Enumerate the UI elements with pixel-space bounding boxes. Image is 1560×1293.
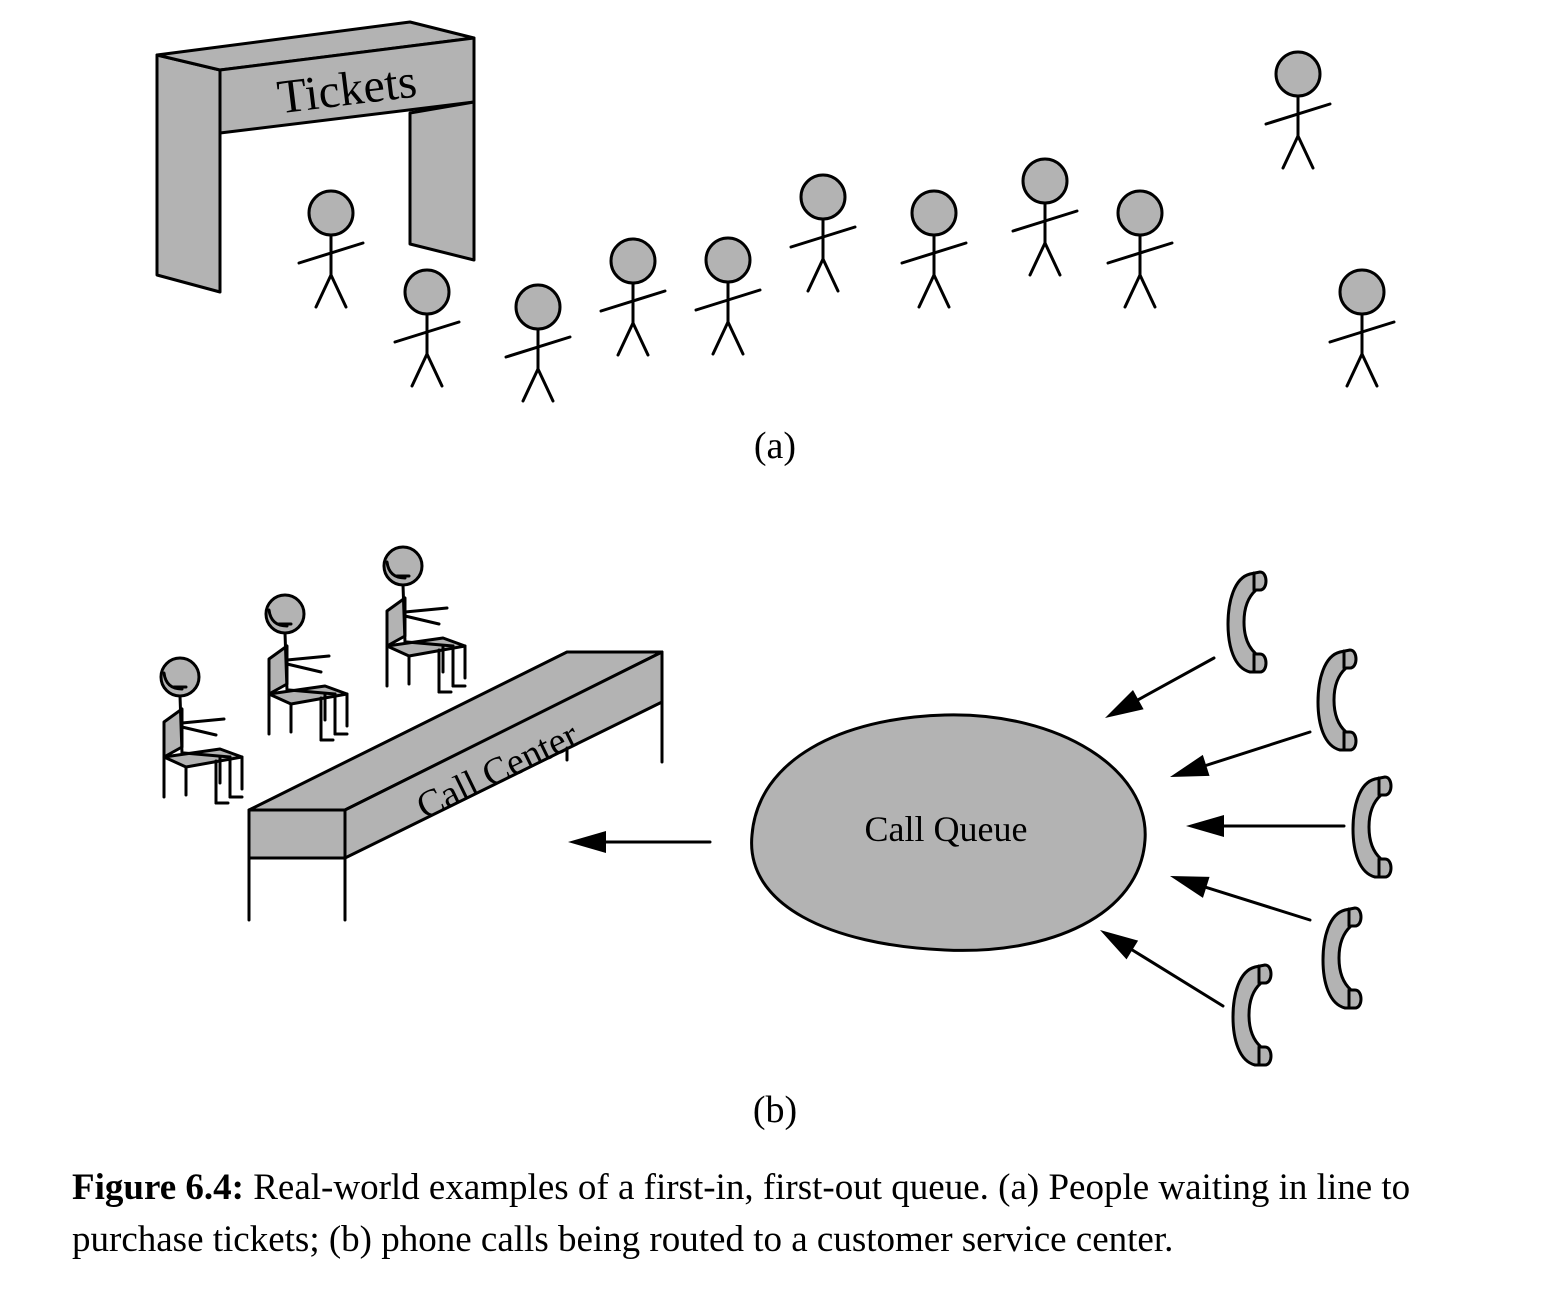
queue-to-center-arrow [568, 831, 712, 853]
person-4 [599, 237, 667, 357]
agent-3 [382, 545, 467, 694]
person-8 [1011, 157, 1079, 277]
call-queue-label: Call Queue [865, 809, 1028, 849]
person-9 [1106, 189, 1174, 309]
call-queue: Call Queue [750, 713, 1147, 952]
panel-a-label: (a) [754, 425, 796, 467]
phone-arrow-1 [1105, 656, 1216, 718]
phone-arrow-3 [1186, 815, 1346, 837]
phone-2-icon [1316, 648, 1358, 752]
agent-1 [159, 656, 244, 805]
person-1 [297, 189, 365, 309]
call-center-agents [159, 545, 467, 805]
panel-b-label: (b) [753, 1089, 797, 1131]
person-3 [504, 283, 572, 403]
person-5 [694, 236, 762, 356]
phone-arrow-5 [1100, 930, 1225, 1008]
phone-arrow-4 [1170, 876, 1312, 922]
ticket-line-people [297, 50, 1396, 403]
person-7 [900, 189, 968, 309]
phone-to-queue-arrows [1100, 656, 1346, 1008]
person-11 [1328, 268, 1396, 388]
phone-4-icon [1321, 906, 1363, 1010]
agent-2 [264, 593, 349, 742]
phone-3-icon [1351, 775, 1393, 879]
ticket-booth: Tickets [155, 20, 476, 294]
figure-caption: Figure 6.4: Real-world examples of a fir… [72, 1162, 1492, 1266]
phone-1-icon [1226, 570, 1268, 674]
person-6 [789, 173, 857, 293]
person-2 [393, 268, 461, 388]
figure-canvas: Tickets (a) Call Center Call Queue (b) [155, 20, 1396, 1131]
person-10 [1264, 50, 1332, 170]
incoming-phones [1226, 570, 1393, 1067]
caption-text: Real-world examples of a first-in, first… [72, 1167, 1411, 1260]
phone-arrow-2 [1170, 730, 1312, 777]
call-center-desk: Call Center [247, 650, 664, 922]
phone-5-icon [1231, 963, 1273, 1067]
caption-label: Figure 6.4: [72, 1167, 244, 1208]
